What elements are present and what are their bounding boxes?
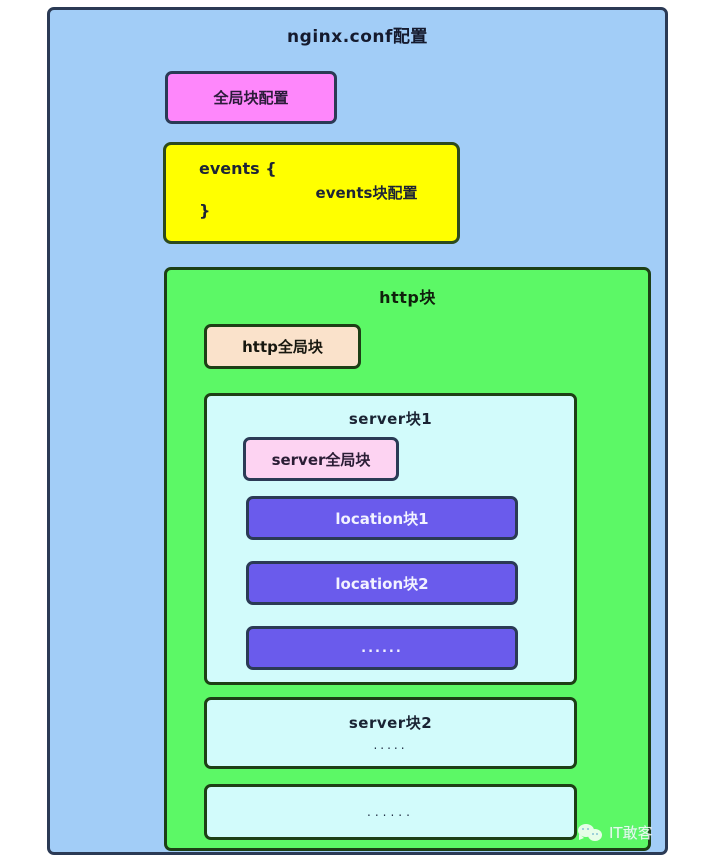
- events-close-brace: }: [199, 201, 211, 220]
- global-block-config: 全局块配置: [165, 71, 337, 124]
- wechat-eye-dot: [582, 827, 584, 830]
- server-block-more-ellipsis: ......: [367, 805, 414, 819]
- server-block-2-ellipsis: .....: [373, 738, 408, 752]
- wechat-bubble-tail: [579, 833, 584, 840]
- server-global-block: server全局块: [243, 437, 399, 481]
- events-open-brace: events {: [199, 159, 277, 178]
- wechat-bubble-small: [588, 828, 602, 841]
- location-block-more: ......: [246, 626, 518, 670]
- wechat-eye-dot: [587, 827, 589, 830]
- http-global-block: http全局块: [204, 324, 361, 369]
- server-block-2-title: server块2: [348, 714, 433, 732]
- page-title: nginx.conf配置: [287, 27, 428, 47]
- wechat-eye-dot: [592, 832, 594, 835]
- location-block-2: location块2: [246, 561, 518, 605]
- server-block-more: ......: [204, 784, 577, 840]
- server-block-2: server块2 .....: [204, 697, 577, 769]
- events-block-label: events块配置: [315, 184, 418, 202]
- watermark-text: IT敢客: [609, 824, 653, 842]
- location-block-1: location块1: [246, 496, 518, 540]
- wechat-icon: [578, 823, 604, 842]
- http-block-title: http块: [379, 288, 436, 307]
- http-block: http块 http全局块 server块1 server全局块 locatio…: [164, 267, 651, 851]
- wechat-eye-dot: [596, 832, 598, 835]
- watermark: IT敢客: [578, 822, 653, 843]
- nginx-conf-container: nginx.conf配置 全局块配置 events { events块配置 } …: [47, 7, 668, 855]
- server-block-1-title: server块1: [348, 410, 433, 428]
- server-block-1: server块1 server全局块 location块1 location块2…: [204, 393, 577, 685]
- events-block: events { events块配置 }: [163, 142, 460, 244]
